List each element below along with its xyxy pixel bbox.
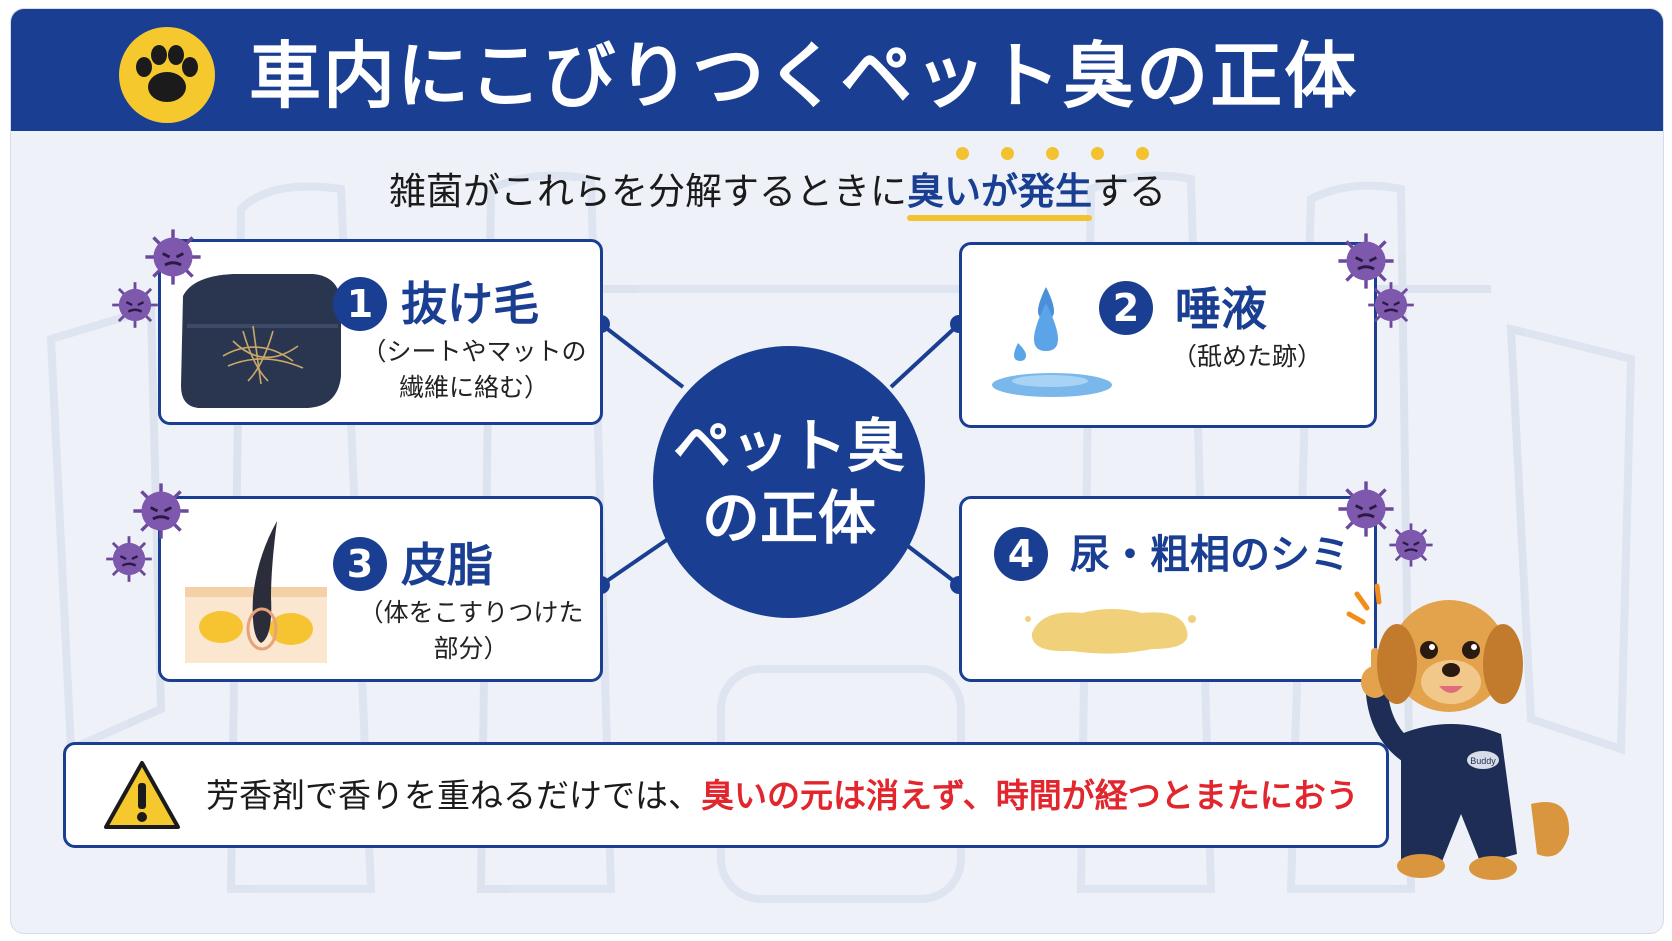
subtitle-suffix: する — [1092, 170, 1166, 213]
center-line2: の正体 — [701, 484, 876, 552]
card-subtitle: （舐めた跡） — [1171, 342, 1322, 371]
card-title: 抜け毛 — [401, 277, 539, 331]
warning-box: 芳香剤で香りを重ねるだけでは、臭いの元は消えず、時間が経つとまたにおう — [63, 742, 1389, 848]
card-subtitle-line2: 部分） — [433, 634, 509, 663]
card-subtitle-line2: 繊維に絡む） — [398, 373, 549, 402]
card-saliva: 2 唾液 （舐めた跡） — [959, 242, 1377, 428]
hair-on-seat-icon — [181, 274, 341, 408]
paw-icon — [119, 27, 215, 123]
badge-number: 4 — [994, 527, 1048, 581]
center-line1: ペット臭 — [672, 412, 905, 480]
badge-number: 3 — [333, 537, 387, 591]
card-hair: 1 抜け毛 （シートやマットの 繊維に絡む） — [158, 239, 603, 425]
header-bar: 車内にこびりつくペット臭の正体 — [11, 9, 1663, 131]
germ-icon — [1366, 280, 1416, 330]
hair-follicle-icon — [185, 521, 327, 663]
subtitle-highlight: 臭いが発生 — [907, 167, 1092, 221]
germ-icon — [131, 481, 191, 541]
card-subtitle: （体をこすりつけた — [358, 598, 584, 627]
card-sebum: 3 皮脂 （体をこすりつけた 部分） — [158, 496, 603, 682]
subtitle: 雑菌がこれらを分解するときに臭いが発生する — [389, 167, 1166, 221]
infographic-frame: 車内にこびりつくペット臭の正体 雑菌がこれらを分解するときに臭いが発生する — [10, 8, 1664, 934]
warning-text: 芳香剤で香りを重ねるだけでは、臭いの元は消えず、時間が経つとまたにおう — [206, 773, 1359, 819]
germ-icon — [1388, 522, 1434, 568]
car-interior-background — [46, 171, 1636, 903]
card-title: 尿・粗相のシミ — [1070, 532, 1350, 578]
germ-icon — [143, 227, 203, 287]
subtitle-text: 雑菌がこれらを分解するときに — [389, 170, 907, 213]
emphasis-dots — [956, 147, 1156, 161]
page-title: 車内にこびりつくペット臭の正体 — [249, 34, 1359, 118]
germ-icon — [1336, 231, 1396, 291]
warning-icon — [104, 761, 180, 829]
badge-number: 1 — [333, 277, 387, 331]
mascot-badge: Buddy — [1470, 756, 1496, 766]
water-drop-icon — [992, 287, 1112, 397]
warning-normal: 芳香剤で香りを重ねるだけでは、 — [206, 776, 701, 815]
card-title: 唾液 — [1175, 282, 1267, 336]
germ-icon — [104, 534, 154, 584]
dog-mascot-icon: Buddy — [1346, 583, 1570, 880]
center-circle: ペット臭 の正体 — [653, 346, 925, 618]
warning-emphasis: 臭いの元は消えず、時間が経つとまたにおう — [701, 776, 1359, 815]
badge-number: 2 — [1099, 281, 1153, 335]
card-urine-stain: 4 尿・粗相のシミ — [959, 496, 1377, 682]
card-title: 皮脂 — [401, 538, 493, 592]
stain-icon — [1025, 609, 1196, 654]
germ-icon — [110, 280, 160, 330]
card-subtitle: （シートやマットの — [361, 337, 587, 366]
germ-icon — [1336, 479, 1396, 539]
